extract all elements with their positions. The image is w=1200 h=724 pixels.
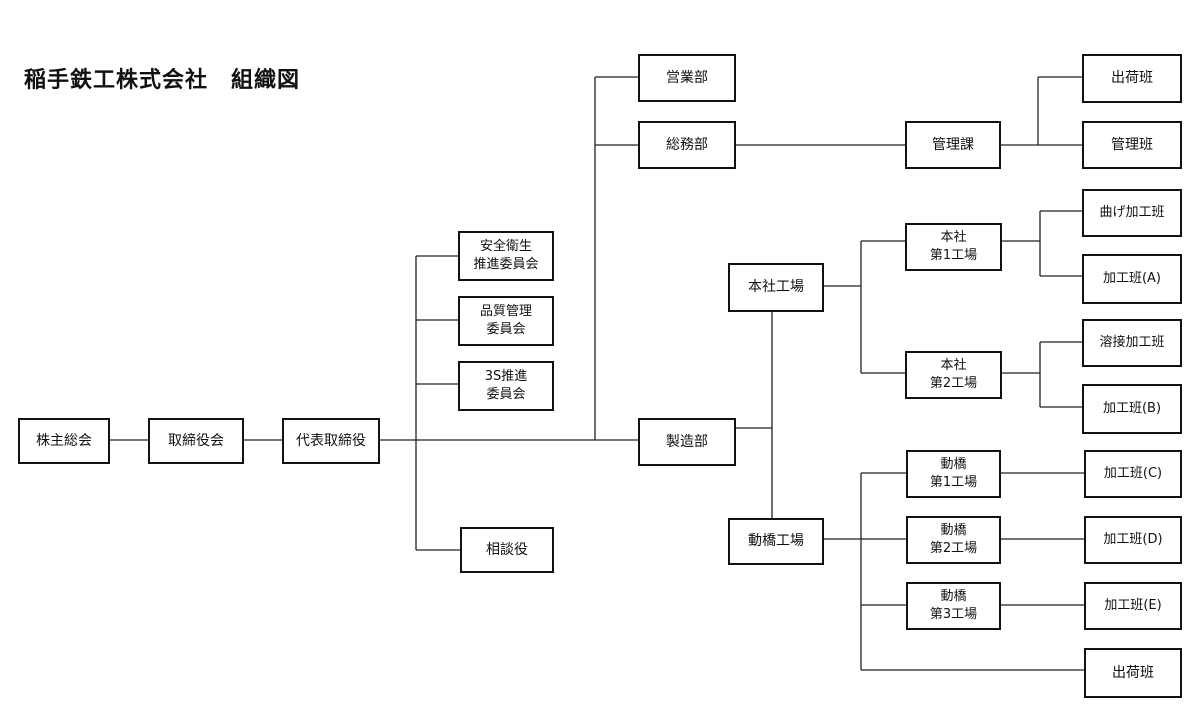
node-label-line-2: 第2工場 bbox=[929, 541, 978, 556]
node-head-office-factory: 本社工場 bbox=[728, 263, 824, 312]
node-processing-team-b: 加工班(B) bbox=[1082, 384, 1182, 434]
node-management-team: 管理班 bbox=[1082, 121, 1182, 169]
node-label: 加工班(B) bbox=[1102, 401, 1162, 416]
node-label: 株主総会 bbox=[36, 432, 92, 449]
node-label: 曲げ加工班 bbox=[1099, 205, 1165, 220]
node-label: 出荷班 bbox=[1112, 664, 1154, 681]
node-representative-director: 代表取締役 bbox=[282, 418, 380, 464]
node-head-office-plant-2: 本社 第2工場 bbox=[905, 351, 1002, 399]
node-label: 代表取締役 bbox=[296, 432, 366, 449]
node-dobashi-plant-2: 動橋 第2工場 bbox=[906, 516, 1001, 564]
node-head-office-plant-1: 本社 第1工場 bbox=[905, 223, 1002, 271]
node-label: 本社工場 bbox=[748, 279, 804, 295]
node-label-line-2: 第1工場 bbox=[929, 248, 978, 263]
node-management-section: 管理課 bbox=[905, 121, 1001, 169]
node-label: 動橋工場 bbox=[748, 533, 804, 549]
node-label: 管理班 bbox=[1111, 136, 1153, 153]
node-sales-dept: 営業部 bbox=[638, 54, 736, 102]
page-title: 稲手鉄工株式会社 組織図 bbox=[24, 68, 301, 93]
node-label-line-1: 動橋 bbox=[940, 523, 967, 538]
node-label-line-1: 動橋 bbox=[940, 589, 967, 604]
node-label: 加工班(C) bbox=[1103, 466, 1163, 481]
node-safety-committee: 安全衛生 推進委員会 bbox=[458, 231, 554, 281]
node-shareholders-meeting: 株主総会 bbox=[18, 418, 110, 464]
node-label: 営業部 bbox=[666, 69, 708, 86]
node-label-line-1: 安全衛生 bbox=[479, 239, 532, 254]
node-label: 加工班(A) bbox=[1102, 271, 1162, 286]
node-label-line-2: 第3工場 bbox=[929, 607, 978, 622]
node-processing-team-e: 加工班(E) bbox=[1084, 582, 1182, 630]
node-label: 出荷班 bbox=[1111, 70, 1153, 86]
node-3s-committee: 3S推進 委員会 bbox=[458, 361, 554, 411]
node-processing-team-a: 加工班(A) bbox=[1082, 254, 1182, 304]
node-shipping-team-2: 出荷班 bbox=[1084, 648, 1182, 698]
node-label-line-2: 推進委員会 bbox=[473, 257, 539, 272]
node-label-line-2: 第1工場 bbox=[929, 475, 978, 490]
node-label: 相談役 bbox=[486, 541, 528, 558]
node-label-line-1: 品質管理 bbox=[479, 304, 532, 319]
node-processing-team-d: 加工班(D) bbox=[1084, 516, 1182, 564]
node-advisor: 相談役 bbox=[460, 527, 554, 573]
node-welding-team: 溶接加工班 bbox=[1082, 319, 1182, 367]
node-processing-team-c: 加工班(C) bbox=[1084, 450, 1182, 498]
node-label-line-1: 3S推進 bbox=[484, 369, 528, 384]
node-label: 取締役会 bbox=[168, 432, 224, 449]
node-dobashi-factory: 動橋工場 bbox=[728, 518, 824, 565]
node-shipping-team-1: 出荷班 bbox=[1082, 54, 1182, 103]
node-label: 加工班(E) bbox=[1104, 598, 1162, 613]
node-label-line-1: 動橋 bbox=[940, 457, 967, 472]
node-label-line-1: 本社 bbox=[940, 358, 967, 373]
node-label: 管理課 bbox=[932, 136, 974, 153]
node-label-line-2: 委員会 bbox=[486, 387, 526, 402]
node-dobashi-plant-3: 動橋 第3工場 bbox=[906, 582, 1001, 630]
node-label-line-1: 本社 bbox=[940, 230, 967, 245]
node-manufacturing-dept: 製造部 bbox=[638, 418, 736, 466]
node-label-line-2: 委員会 bbox=[486, 322, 526, 337]
node-label: 総務部 bbox=[666, 136, 708, 153]
node-bending-team: 曲げ加工班 bbox=[1082, 189, 1182, 237]
node-label-line-2: 第2工場 bbox=[929, 376, 978, 391]
node-quality-committee: 品質管理 委員会 bbox=[458, 296, 554, 346]
node-label: 加工班(D) bbox=[1103, 532, 1163, 547]
node-dobashi-plant-1: 動橋 第1工場 bbox=[906, 450, 1001, 498]
node-board-of-directors: 取締役会 bbox=[148, 418, 244, 464]
node-general-affairs-dept: 総務部 bbox=[638, 121, 736, 169]
node-label: 溶接加工班 bbox=[1099, 335, 1165, 350]
node-label: 製造部 bbox=[666, 433, 708, 450]
